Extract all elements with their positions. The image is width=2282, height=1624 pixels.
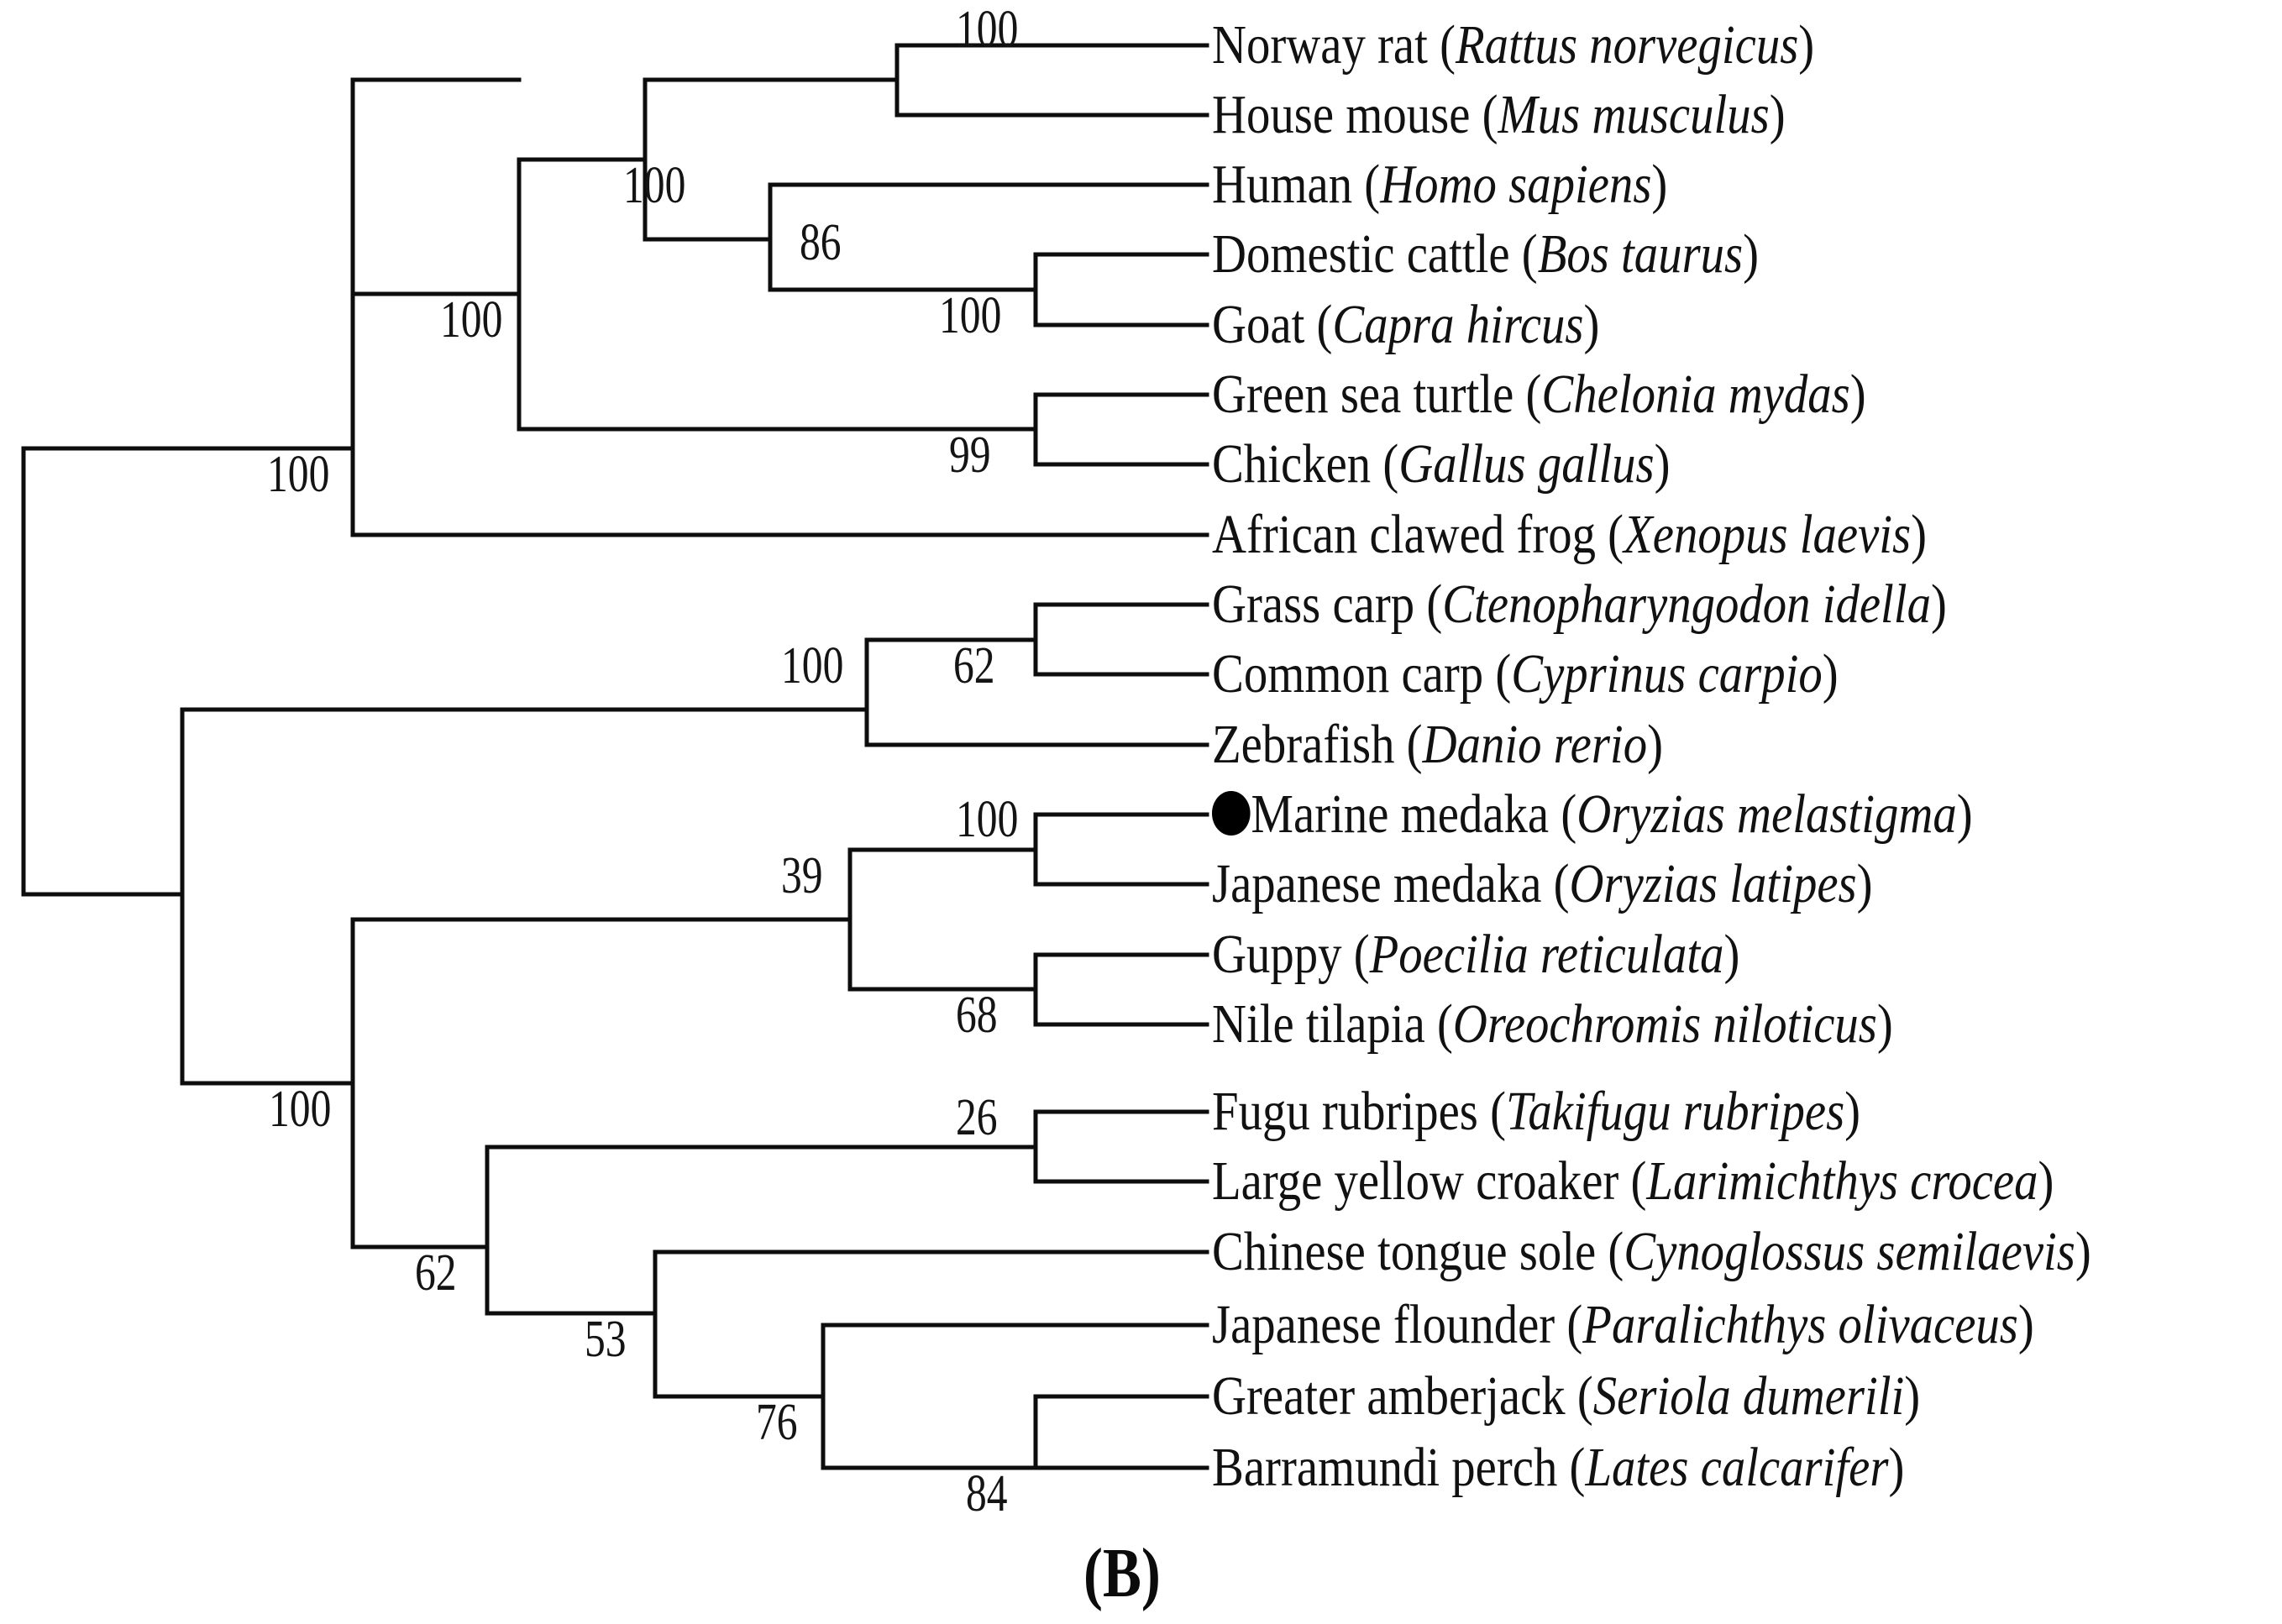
tip-scientific-name: Homo sapiens [1380,154,1652,215]
tip-common-name: Japanese medaka [1212,853,1542,914]
tip-label-green-sea-turtle: Green sea turtle (Chelonia mydas) [1212,364,1866,425]
highlight-bullet-icon [1212,791,1251,836]
tip-common-name: Chicken [1212,433,1372,495]
tip-label-japanese-medaka: Japanese medaka (Oryzias latipes) [1212,853,1873,914]
tip-common-name: Chinese tongue sole [1212,1221,1597,1282]
tip-scientific-name: Oreochromis niloticus [1452,993,1877,1055]
panel-caption: (B) [1083,1534,1161,1612]
tip-common-name: Norway rat [1212,14,1428,76]
tip-label-zebrafish: Zebrafish (Danio rerio) [1212,714,1664,775]
support-value-eupercaria: 62 [415,1244,457,1302]
tip-common-name: House mouse [1212,84,1471,145]
tip-label-large-yellow-croaker: Large yellow croaker (Larimichthys croce… [1212,1150,2054,1212]
tip-scientific-name: Oryzias latipes [1569,853,1857,914]
tip-scientific-name: Ctenopharyngodon idella [1442,574,1931,635]
tip-common-name: Green sea turtle [1212,364,1514,425]
tip-common-name: Goat [1212,294,1305,355]
tip-label-chicken: Chicken (Gallus gallus) [1212,433,1671,495]
tip-label-house-mouse: House mouse (Mus musculus) [1212,84,1786,145]
tip-common-name: Greater amberjack [1212,1365,1566,1427]
tip-label-guppy: Guppy (Poecilia reticulata) [1212,924,1740,985]
tip-common-name: Domestic cattle [1212,223,1510,285]
support-value-puffer-pair: 26 [956,1089,998,1146]
tip-scientific-name: Larimichthys crocea [1646,1150,2038,1212]
tip-scientific-name: Paralichthys olivaceus [1582,1294,2018,1355]
tip-common-name: Zebrafish [1212,714,1395,775]
tip-common-name: Marine medaka [1251,783,1550,845]
support-value-bovidae: 100 [939,287,1002,344]
support-value-amberjack-pair: 84 [966,1465,1008,1522]
tip-scientific-name: Danio rerio [1422,714,1648,775]
tip-common-name: Large yellow croaker [1212,1150,1619,1212]
tip-scientific-name: Chelonia mydas [1541,364,1850,425]
support-value-flatfish-node: 76 [756,1394,798,1451]
tip-label-marine-medaka: Marine medaka (Oryzias melastigma) [1212,787,1973,842]
tip-scientific-name: Bos taurus [1537,223,1744,285]
tip-label-domestic-cattle: Domestic cattle (Bos taurus) [1212,223,1760,285]
support-value-cyprinidae: 100 [781,637,844,694]
tip-scientific-name: Rattus norvegicus [1455,14,1799,76]
tip-label-barramundi-perch: Barramundi perch (Lates calcarifer) [1212,1437,1905,1498]
support-value-oryzias: 100 [956,791,1019,848]
tip-common-name: Human [1212,154,1353,215]
tip-scientific-name: Oryzias melastigma [1576,783,1957,845]
tip-common-name: Grass carp [1212,574,1415,635]
tip-common-name: Common carp [1212,643,1484,705]
tip-common-name: Fugu rubripes [1212,1081,1478,1142]
tip-scientific-name: Seriola dumerili [1592,1365,1905,1427]
tip-common-name: African clawed frog [1212,504,1596,565]
tip-common-name: Nile tilapia [1212,993,1425,1055]
tip-label-nile-tilapia: Nile tilapia (Oreochromis niloticus) [1212,993,1893,1055]
support-value-artiodactyl: 86 [800,214,842,271]
support-value-atherinomorpha: 39 [781,847,823,904]
tip-common-name: Barramundi perch [1212,1437,1558,1498]
support-value-tetrapoda: 100 [267,446,330,503]
tip-scientific-name: Cynoglossus semilaevis [1624,1221,2075,1282]
tip-label-human: Human (Homo sapiens) [1212,154,1668,215]
support-value-carangaria: 53 [585,1311,627,1368]
tip-label-chinese-tongue-sole: Chinese tongue sole (Cynoglossus semilae… [1212,1221,2091,1282]
support-value-sauropsida: 99 [949,427,991,484]
support-value-mammalia: 100 [623,157,686,214]
tip-label-greater-amberjack: Greater amberjack (Seriola dumerili) [1212,1365,1921,1427]
tip-label-goat: Goat (Capra hircus) [1212,294,1600,355]
tip-common-name: Guppy [1212,924,1342,985]
tip-scientific-name: Takifugu rubripes [1505,1081,1845,1142]
tip-scientific-name: Lates calcarifer [1585,1437,1889,1498]
tip-label-common-carp: Common carp (Cyprinus carpio) [1212,643,1839,705]
tip-scientific-name: Xenopus laevis [1624,504,1912,565]
tip-label-african-clawed-frog: African clawed frog (Xenopus laevis) [1212,504,1928,565]
tip-scientific-name: Poecilia reticulata [1369,924,1724,985]
tip-label-grass-carp: Grass carp (Ctenopharyngodon idella) [1212,574,1947,635]
tip-scientific-name: Mus musculus [1498,84,1770,145]
tip-label-fugu-rubripes: Fugu rubripes (Takifugu rubripes) [1212,1081,1861,1142]
support-value-amniota: 100 [440,291,503,348]
support-value-rodentia: 100 [956,1,1019,58]
tip-scientific-name: Cyprinus carpio [1511,643,1823,705]
support-value-cichlid-pair: 68 [956,987,998,1044]
tip-scientific-name: Gallus gallus [1398,433,1655,495]
tip-label-japanese-flounder: Japanese flounder (Paralichthys olivaceu… [1212,1294,2034,1355]
tip-common-name: Japanese flounder [1212,1294,1555,1355]
tip-scientific-name: Capra hircus [1332,294,1584,355]
tip-label-norway-rat: Norway rat (Rattus norvegicus) [1212,14,1815,76]
support-value-percomorpha: 100 [269,1081,332,1138]
support-value-carp-pair: 62 [953,637,995,694]
